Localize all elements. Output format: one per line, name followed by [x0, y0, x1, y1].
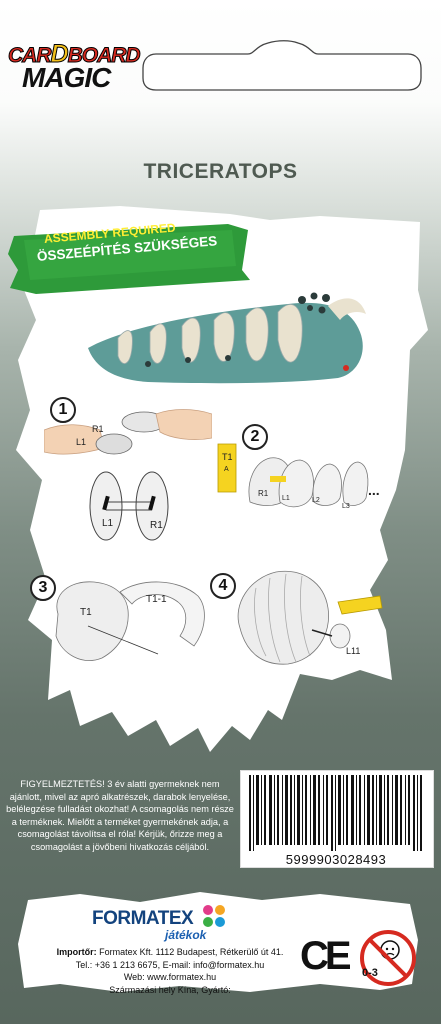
step-1-number: 1	[50, 397, 76, 423]
step-2-body-pieces-image	[248, 457, 369, 508]
age-warning-label: 0-3	[362, 967, 378, 979]
step-4-number: 4	[210, 573, 236, 599]
hanger-slot	[142, 40, 422, 91]
formatex-logo-subtitle: játékok	[165, 928, 207, 942]
step-3-number: 3	[30, 575, 56, 601]
step-3-label-t1: T1	[80, 607, 92, 618]
step-2-ellipsis: ...	[368, 482, 380, 498]
barcode-number: 5999903028493	[285, 852, 387, 867]
ce-mark: CE	[300, 934, 352, 978]
step-1-hands-image	[44, 409, 212, 455]
step-2-label-l3: L3	[342, 503, 350, 510]
step-2-label-t1: T1	[222, 452, 233, 462]
step-2-label-r1: R1	[258, 489, 269, 498]
assembly-banner	[8, 224, 250, 294]
logo-part-board: BOARD	[67, 44, 141, 68]
step-1-label-l1: L1	[76, 437, 87, 447]
importer-line: Importőr: Formatex Kft. 1112 Budapest, R…	[40, 946, 300, 959]
importer-info: Importőr: Formatex Kft. 1112 Budapest, R…	[40, 946, 300, 996]
step-2-label-a: A	[224, 466, 229, 473]
brand-logo-line1: CARDBOARD	[8, 40, 142, 69]
step-4-head-assembly-image	[237, 570, 383, 665]
logo-part-d: D	[50, 40, 69, 69]
logo-part-car: CAR	[8, 44, 52, 68]
step-2-number: 2	[242, 424, 268, 450]
importer-web: Web: www.formatex.hu	[123, 972, 217, 982]
step-3-frill-pieces-image	[55, 581, 205, 661]
footer-panel	[18, 892, 418, 992]
step-1-disc-label-r1: R1	[150, 520, 163, 531]
safety-warning-text: FIGYELMEZTETÉS! 3 év alatti gyermeknek n…	[6, 779, 234, 852]
brand-logo-line2: MAGIC	[22, 62, 111, 93]
barcode-box	[240, 770, 434, 868]
formatex-logo-dots	[203, 905, 225, 927]
step-1-disc-label-l1: L1	[102, 518, 114, 529]
product-title: TRICERATOPS	[143, 160, 298, 183]
importer-origin: Származási hely Kína, Gyártó:	[109, 984, 231, 995]
triceratops-model-image	[88, 292, 366, 384]
importer-address: Formatex Kft. 1112 Budapest, Rétkerülő ú…	[99, 947, 284, 957]
barcode-bars	[249, 775, 422, 851]
step-2-label-l1: L1	[282, 495, 290, 502]
importer-contact: Tel.: +36 1 213 6675, E-mail: info@forma…	[75, 959, 265, 970]
step-1-label-r1: R1	[92, 424, 104, 434]
age-warning-icon	[360, 930, 416, 986]
step-4-label-l11: L11	[346, 646, 361, 656]
step-1-discs-image	[89, 471, 169, 541]
step-2-label-l2: L2	[312, 497, 320, 504]
importer-label: Importőr:	[56, 947, 97, 957]
step-2-tag-t1	[217, 443, 237, 493]
step-3-label-t1-1: T1-1	[146, 594, 167, 605]
formatex-logo: FORMATEX	[92, 908, 194, 929]
